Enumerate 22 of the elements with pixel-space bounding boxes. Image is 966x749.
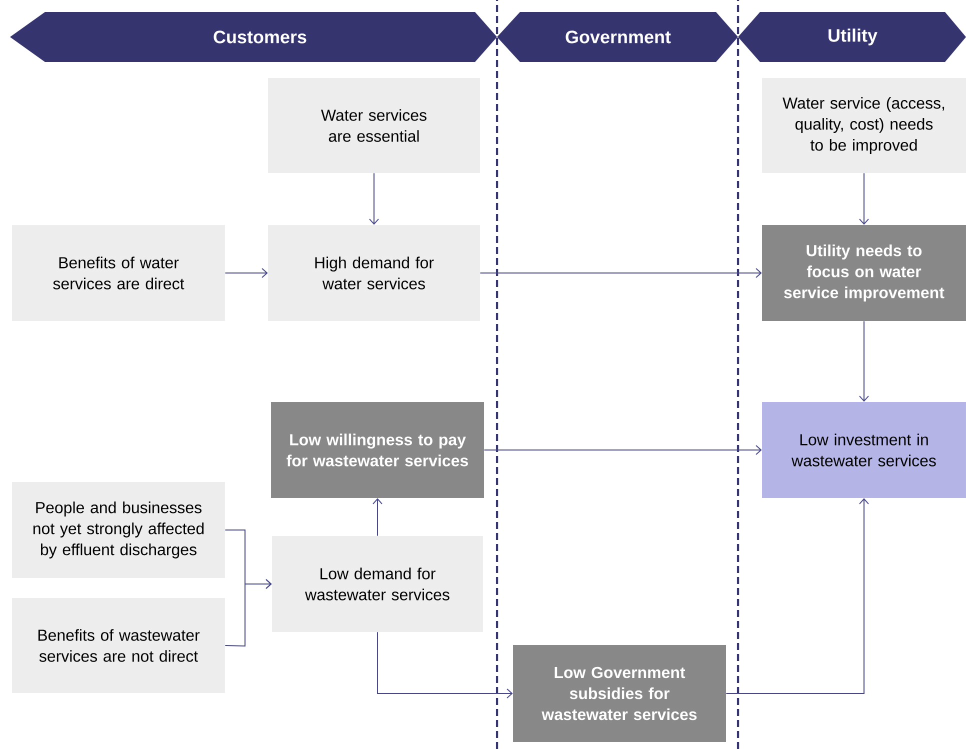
effect-box: Low willingness to pay for wastewater services	[271, 402, 484, 498]
cause-box: Water service (access, quality, cost) needs to be improved	[762, 78, 966, 173]
cause-box: High demand for water services	[268, 225, 480, 321]
effect-box: Low Government subsidies for wastewater services	[513, 644, 726, 742]
arrow	[377, 632, 513, 698]
arrow	[859, 172, 869, 225]
arrow	[224, 268, 268, 278]
header-banner: Customers	[10, 12, 497, 62]
cause-box: People and businesses not yet strongly affected by effluent discharges	[12, 482, 225, 578]
arrow	[369, 172, 379, 225]
cause-box: Low demand for wastewater services	[272, 536, 483, 632]
arrow	[372, 498, 382, 536]
cause-box: Water services are essential	[268, 78, 480, 173]
outcome-box: Low investment in wastewater services	[762, 402, 966, 498]
arrow	[480, 268, 762, 278]
arrow	[859, 320, 869, 402]
arrow	[484, 444, 762, 455]
arrow	[726, 498, 869, 694]
cause-box: Benefits of wastewater services are not direct	[12, 598, 225, 693]
arrow	[224, 578, 272, 646]
effect-box: Utility needs to focus on water service improvement	[762, 225, 966, 321]
cause-box: Benefits of water services are direct	[12, 225, 225, 321]
